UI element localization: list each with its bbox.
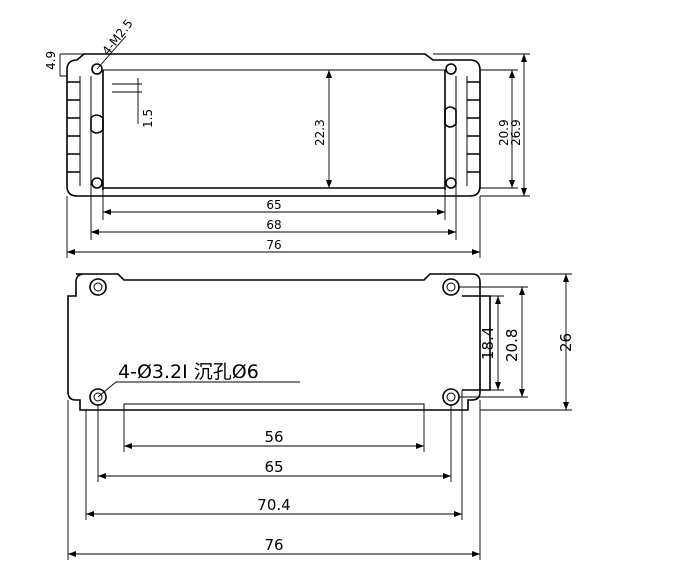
dim-hole-pitch-label: 20.8: [503, 329, 521, 362]
right-heatsink-fins: [455, 76, 480, 186]
plate-hole-top-left: [89, 278, 107, 296]
plate-window: [462, 295, 491, 391]
plate-hole-top-right: [442, 278, 460, 296]
thread-note-label: 4-M2.5: [99, 17, 136, 58]
screw-boss-bot-left: [91, 177, 103, 189]
dim-rail-label: 20.9: [497, 119, 511, 146]
dim-76-label: 76: [264, 536, 283, 554]
screw-boss-top-left: [91, 63, 103, 75]
enclosure-profile-view: 4-M2.5 4.9 1.5 22.3 20.9 26.9 65 68: [44, 17, 530, 258]
dim-56-label: 56: [264, 428, 283, 446]
dim-slot-label: 1.5: [141, 109, 155, 128]
profile-inner-cavity: [102, 70, 446, 190]
end-plate-view: 4-Ø3.2I 沉孔Ø6 18.4 20.8 26 56 65 70.4: [67, 273, 575, 560]
plate-hole-bot-right: [442, 388, 460, 406]
hole-note-label: 4-Ø3.2I 沉孔Ø6: [118, 361, 259, 383]
dim-height-label: 26.9: [509, 119, 523, 146]
plate-inner-edge: [123, 403, 425, 410]
dim-window-label: 18.4: [479, 327, 497, 360]
profile-outline: [66, 53, 481, 197]
right-pcb-slot: [444, 106, 457, 128]
dim-inner-height-label: 22.3: [313, 119, 327, 146]
dim-width-label: 76: [266, 238, 281, 252]
dim-70-4-label: 70.4: [257, 496, 290, 514]
dim-inner-68-label: 68: [266, 218, 281, 232]
dim-inner-65-label: 65: [266, 198, 281, 212]
dim-plate-height-label: 26: [557, 333, 575, 352]
left-pcb-slot: [90, 114, 104, 134]
plate-outline: [67, 273, 481, 411]
screw-boss-bot-right: [445, 177, 457, 189]
left-heatsink-fins: [67, 76, 92, 186]
dim-wall-label: 4.9: [44, 51, 58, 70]
screw-boss-top-right: [445, 63, 457, 75]
dim-65-label: 65: [264, 458, 283, 476]
